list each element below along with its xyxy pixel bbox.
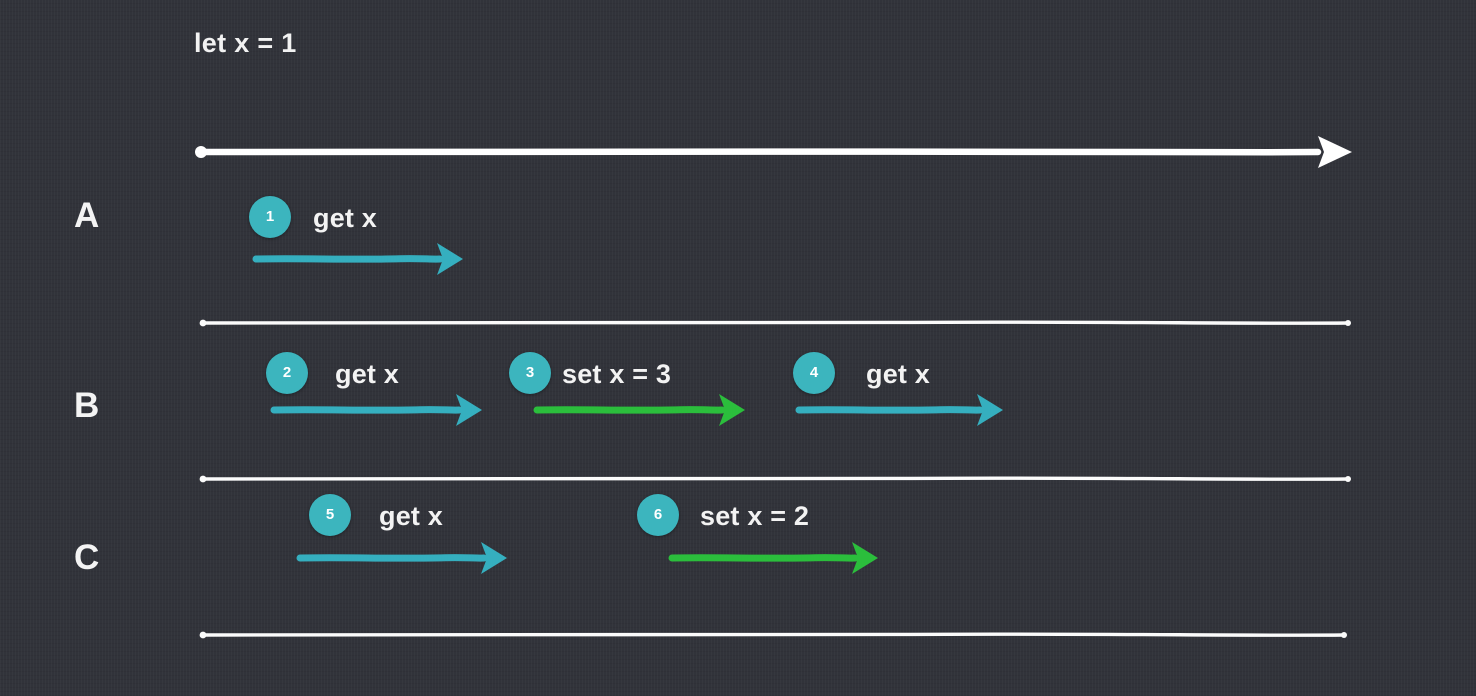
event-label-6: set x = 2 xyxy=(700,501,810,531)
event-arrow-1 xyxy=(252,243,463,275)
separator-a-b xyxy=(199,319,1351,327)
event-badge-5[interactable]: 5 xyxy=(309,494,351,536)
event-label-2: get x xyxy=(335,359,400,389)
event-badge-2[interactable]: 2 xyxy=(266,352,308,394)
event-badge-number: 3 xyxy=(525,363,535,381)
separator-bottom xyxy=(199,631,1347,639)
event-badge-number: 1 xyxy=(265,207,275,225)
event-badge-6[interactable]: 6 xyxy=(637,494,679,536)
event-badge-number: 4 xyxy=(809,363,819,381)
page-title: let x = 1 xyxy=(194,28,297,58)
event-badge-1[interactable]: 1 xyxy=(249,196,291,238)
event-label-1: get x xyxy=(313,203,378,233)
event-arrow-4 xyxy=(795,394,1003,426)
event-badge-number: 5 xyxy=(325,505,335,523)
event-arrow-6 xyxy=(668,542,878,574)
lane-label-a: A xyxy=(74,196,100,235)
event-arrow-3 xyxy=(533,394,745,426)
lane-label-c: C xyxy=(74,538,100,577)
event-badge-number: 6 xyxy=(653,505,663,523)
event-label-5: get x xyxy=(379,501,444,531)
event-arrow-2 xyxy=(270,394,482,426)
event-badge-4[interactable]: 4 xyxy=(793,352,835,394)
separator-b-c xyxy=(199,475,1351,483)
event-label-3: set x = 3 xyxy=(562,359,672,389)
event-badge-number: 2 xyxy=(282,363,292,381)
event-badge-3[interactable]: 3 xyxy=(509,352,551,394)
lane-label-b: B xyxy=(74,386,100,425)
event-arrow-5 xyxy=(296,542,507,574)
event-label-4: get x xyxy=(866,359,931,389)
main-timeline xyxy=(195,136,1352,168)
